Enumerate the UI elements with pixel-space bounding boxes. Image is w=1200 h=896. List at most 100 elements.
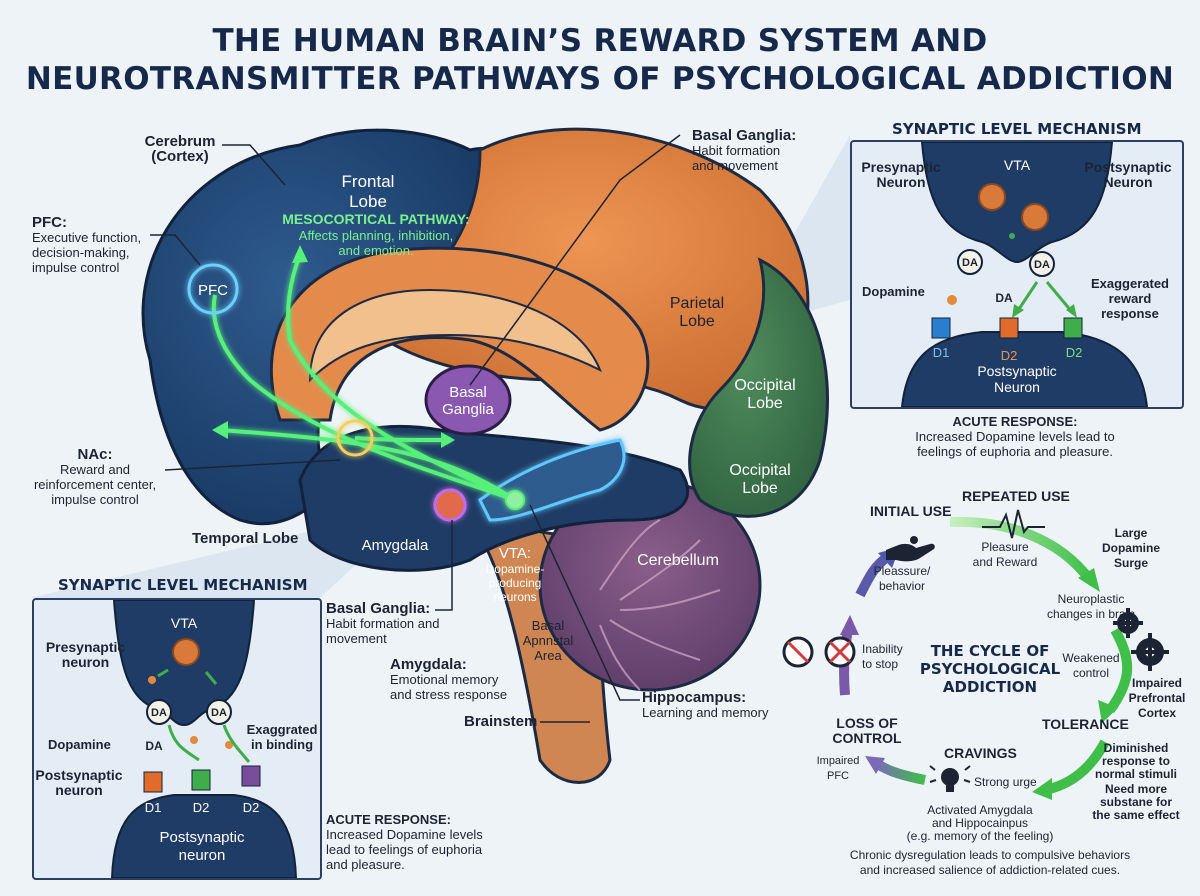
basal-top-desc-1: Habit formation [692,143,781,158]
initial-use-desc: Pleassure/ behavior [862,564,942,594]
cravings-2: Activated Amygdala [927,803,1033,817]
basal-ganglia-top-label: Basal Ganglia: Habit formation and movem… [692,128,842,173]
title-line-1: THE HUMAN BRAIN’S REWARD SYSTEM AND [212,23,988,59]
inability-label: Inability to stop [862,642,903,672]
basal-top-name: Basal Ganglia: [692,127,797,144]
basal-area-label-2: Apnnstal [523,633,574,648]
initial-desc-1: Pleassure/ [873,564,931,578]
surge-1: Large [1114,526,1148,540]
synapse-left-post: Postsynaptic neuron [34,768,124,798]
inability-2: to stop [862,657,899,671]
heartbeat-line [982,509,1045,539]
repeated-desc-2: and Reward [972,555,1038,569]
cycle-arrow-right [1105,627,1133,713]
footer-1: Chronic dysregulation leads to compulsiv… [849,848,1131,862]
hippocampus-name: Hippocampus: [642,689,747,706]
cycle-center-2: PSYCHOLOGICAL [919,660,1061,678]
amygdala-name: Amygdala: [390,656,467,673]
tolerance-3: normal stimuli [1094,767,1177,781]
synapse-left-pre-1: Presynaptic [45,639,126,655]
left-receptor-d1: D1 [145,800,162,815]
tolerance-6: the same effect [1092,808,1180,822]
title-line-2: NEUROTRANSMITTER PATHWAYS OF PSYCHOLOGIC… [25,61,1175,97]
synapse-right-da-2: DA [1034,259,1050,271]
vta-desc-1: Dopamine- [486,562,545,576]
synapse-right-acute-desc-2: feelings of euphoria and pleasure. [917,444,1113,459]
synapse-right-box: VTA DA DA DA D1 D2 D2 Postsynaptic Neuro… [850,140,1184,409]
vta-label: VTA: [499,545,531,562]
synapse-left-acute-desc-3: and pleasure. [326,857,405,872]
loss-desc-1: Impaired [816,755,860,767]
weakened-1: Weakened [1062,651,1120,665]
vta-desc-3: neurons [493,590,536,604]
synapse-right-acute-name: ACUTE RESPONSE: [952,414,1078,429]
loss-1: LOSS OF [836,715,898,731]
pfc-node-label: PFC [198,282,228,299]
cerebrum-sub: (Cortex) [151,148,209,165]
neuro-2: changes in brain [1046,607,1136,621]
loss-desc-2: PFC [827,770,849,782]
hippocampus-desc: Learning and memory [642,705,769,720]
synapse-right-exag-1: Exaggerated [1090,276,1170,291]
loss-of-control-desc: Impaired PFC [808,754,868,784]
tolerance-1: Diminished [1103,741,1169,755]
cerebellum-arbor [599,519,721,691]
repeated-use-desc: Pleasure and Reward [960,540,1050,570]
cravings-title: CRAVINGS [944,745,1017,761]
synapse-left-acute-desc-1: Increased Dopamine levels [326,827,483,842]
tolerance-title: TOLERANCE [1042,716,1129,732]
limbic-arc [269,246,650,432]
synapse-left-da-1: DA [151,707,167,719]
cycle-footer: Chronic dysregulation leads to compulsiv… [820,848,1160,878]
repeated-use-title: REPEATED USE [962,488,1070,504]
amygdala-desc-1: Emotional memory [390,672,499,687]
frontal-lobe-label: Frontal [342,172,395,191]
synapse-right-exaggerated: Exaggerated reward response [1080,276,1180,321]
repeated-desc-1: Pleasure [981,540,1029,554]
nac-desc-2: reinforcement center, [33,477,157,492]
temporal-lobe-label: Temporal Lobe [192,530,299,547]
no-symbol-icon-1 [782,636,814,668]
brainstem-label: Brainstem [464,713,538,730]
hippocampus-label: Hippocampus: Learning and memory [642,690,792,720]
synapse-left-acute-desc-2: lead to feelings of euphoria [326,842,483,857]
cycle-arrowhead-bottom [865,756,885,774]
pathway-arrowhead-2 [212,421,228,439]
cerebellum-label: Cerebellum [637,552,719,569]
cycle-arrowhead-left [840,615,859,635]
addiction-cycle [782,509,1169,800]
inability-1: Inability [862,642,903,656]
synapse-right-post-bottom-2: Neuron [994,379,1040,395]
pfc-desc-2: decision-making, [32,245,130,260]
lightbulb-icon [929,765,971,792]
basal-bottom-desc-2: movement [326,631,387,646]
cravings-urge: Strong urge [974,775,1037,789]
synapse-right-vta: VTA [1004,157,1031,173]
occipital-lobe-label-2b: Lobe [742,480,778,497]
synapse-left-exag-1: Exaggrated [246,722,318,737]
synapse-left-post-2: neuron [55,782,103,798]
basal-area-label-1: Basal [532,618,565,633]
leader-lines [150,134,681,723]
synapse-right-exag-3: response [1101,306,1159,321]
receptor-d1: D1 [933,345,950,360]
neuro-1: Neuroplastic [1057,592,1125,606]
initial-use-title: INITIAL USE [870,503,952,519]
mesocortical-desc-2: and emotion. [338,243,413,258]
cravings-3: and Hippocainpus [931,816,1029,830]
impaired-pfc-3: Cortex [1137,706,1176,720]
pathway-arrowhead-1 [292,245,308,263]
synapse-left-heading: SYNAPTIC LEVEL MECHANISM [58,576,308,594]
loss-2: CONTROL [832,730,902,746]
synapse-left-acute: ACUTE RESPONSE: Increased Dopamine level… [326,812,526,872]
synapse-right-post-bottom-1: Postsynaptic [977,363,1056,379]
synapse-right-drawing: VTA DA DA DA D1 D2 D2 Postsynaptic Neuro… [900,142,1149,407]
parietal-lobe-label: Parietal [670,295,724,312]
synapse-left-acute-name: ACUTE RESPONSE: [326,812,451,827]
occipital-lobe-shape [688,257,829,518]
receptor-d2-b: D2 [1066,345,1083,360]
neuroplastic-label: Neuroplastic changes in brain [1036,592,1146,622]
surge-2: Dopamine [1101,541,1160,555]
synapse-right-exag-2: reward [1108,291,1152,306]
